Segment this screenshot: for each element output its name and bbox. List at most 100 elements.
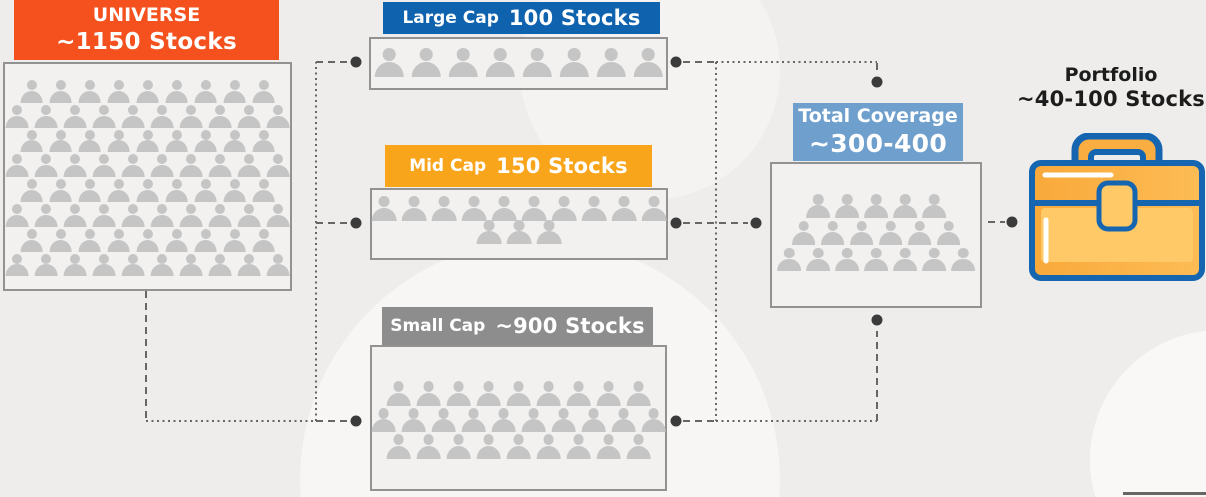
person-icon xyxy=(92,154,116,177)
person-icon xyxy=(20,130,44,153)
person-icon xyxy=(165,80,189,103)
crowd-row xyxy=(372,434,665,459)
person-icon xyxy=(536,434,562,459)
person-icon xyxy=(107,229,131,252)
person-icon xyxy=(208,154,232,177)
person-icon xyxy=(476,381,502,406)
person-icon xyxy=(633,48,663,77)
person-icon xyxy=(401,196,427,221)
portfolio-count: ~40-100 Stocks xyxy=(1017,86,1205,111)
person-icon xyxy=(78,179,102,202)
person-icon xyxy=(835,194,860,218)
person-icon xyxy=(922,194,947,218)
crowd-row xyxy=(5,229,290,252)
person-icon xyxy=(5,154,29,177)
person-icon xyxy=(431,408,457,433)
person-icon xyxy=(179,105,203,128)
person-icon xyxy=(252,130,276,153)
person-icon xyxy=(893,194,918,218)
person-icon xyxy=(179,204,203,227)
person-icon xyxy=(150,105,174,128)
person-icon xyxy=(849,221,874,245)
person-icon xyxy=(416,434,442,459)
connector-dot xyxy=(1006,216,1018,228)
person-icon xyxy=(791,221,816,245)
large-cap-crowd-box xyxy=(369,37,668,90)
person-icon xyxy=(551,196,577,221)
person-icon xyxy=(522,48,552,77)
connector-dot xyxy=(670,217,682,229)
person-icon xyxy=(266,105,290,128)
small-cap-header: Small Cap ~900 Stocks xyxy=(382,307,653,345)
person-icon xyxy=(150,254,174,277)
person-icon xyxy=(386,381,412,406)
crowd-row xyxy=(372,381,665,406)
person-icon xyxy=(864,194,889,218)
person-icon xyxy=(78,130,102,153)
person-icon xyxy=(371,408,397,433)
person-icon xyxy=(49,229,73,252)
person-icon xyxy=(63,154,87,177)
person-icon xyxy=(506,220,532,245)
person-icon xyxy=(864,248,889,272)
person-icon xyxy=(20,80,44,103)
person-icon xyxy=(461,196,487,221)
crowd-row xyxy=(372,220,666,245)
person-icon xyxy=(34,154,58,177)
person-icon xyxy=(581,408,607,433)
connector-dot xyxy=(670,415,682,427)
person-icon xyxy=(566,381,592,406)
person-icon xyxy=(806,194,831,218)
person-icon xyxy=(237,154,261,177)
person-icon xyxy=(448,48,478,77)
universe-title: UNIVERSE xyxy=(92,3,201,26)
crowd-row xyxy=(5,204,290,227)
person-icon xyxy=(150,204,174,227)
person-icon xyxy=(371,196,397,221)
person-icon xyxy=(107,80,131,103)
person-icon xyxy=(596,381,622,406)
person-icon xyxy=(446,381,472,406)
large-cap-label: Large Cap xyxy=(402,8,499,28)
person-icon xyxy=(208,204,232,227)
mid-cap-header: Mid Cap 150 Stocks xyxy=(385,145,652,187)
connector-dot xyxy=(670,56,682,68)
person-icon xyxy=(63,254,87,277)
total-coverage-count: ~300-400 xyxy=(808,129,948,159)
person-icon xyxy=(107,130,131,153)
person-icon xyxy=(266,154,290,177)
small-cap-count: ~900 Stocks xyxy=(495,314,645,338)
person-icon xyxy=(208,105,232,128)
connector-dot xyxy=(750,217,762,229)
crowd-row xyxy=(5,130,290,153)
crowd-row xyxy=(772,194,980,218)
person-icon xyxy=(266,204,290,227)
large-cap-count: 100 Stocks xyxy=(508,6,641,30)
person-icon xyxy=(92,254,116,277)
mid-cap-crowd-box xyxy=(370,188,668,260)
person-icon xyxy=(107,179,131,202)
person-icon xyxy=(491,196,517,221)
person-icon xyxy=(121,105,145,128)
person-icon xyxy=(566,434,592,459)
person-icon xyxy=(121,154,145,177)
person-icon xyxy=(63,105,87,128)
crowd-row xyxy=(772,221,980,245)
crowd-row xyxy=(772,248,980,272)
person-icon xyxy=(223,130,247,153)
person-icon xyxy=(223,179,247,202)
person-icon xyxy=(252,80,276,103)
small-cap-crowd-box xyxy=(370,345,667,491)
person-icon xyxy=(136,229,160,252)
person-icon xyxy=(611,408,637,433)
person-icon xyxy=(237,105,261,128)
person-icon xyxy=(150,154,174,177)
person-icon xyxy=(223,80,247,103)
person-icon xyxy=(165,130,189,153)
person-icon xyxy=(491,408,517,433)
person-icon xyxy=(521,408,547,433)
universe-crowd-box xyxy=(3,62,292,291)
universe-count: ~1150 Stocks xyxy=(56,28,237,55)
crowd-row xyxy=(372,196,666,221)
